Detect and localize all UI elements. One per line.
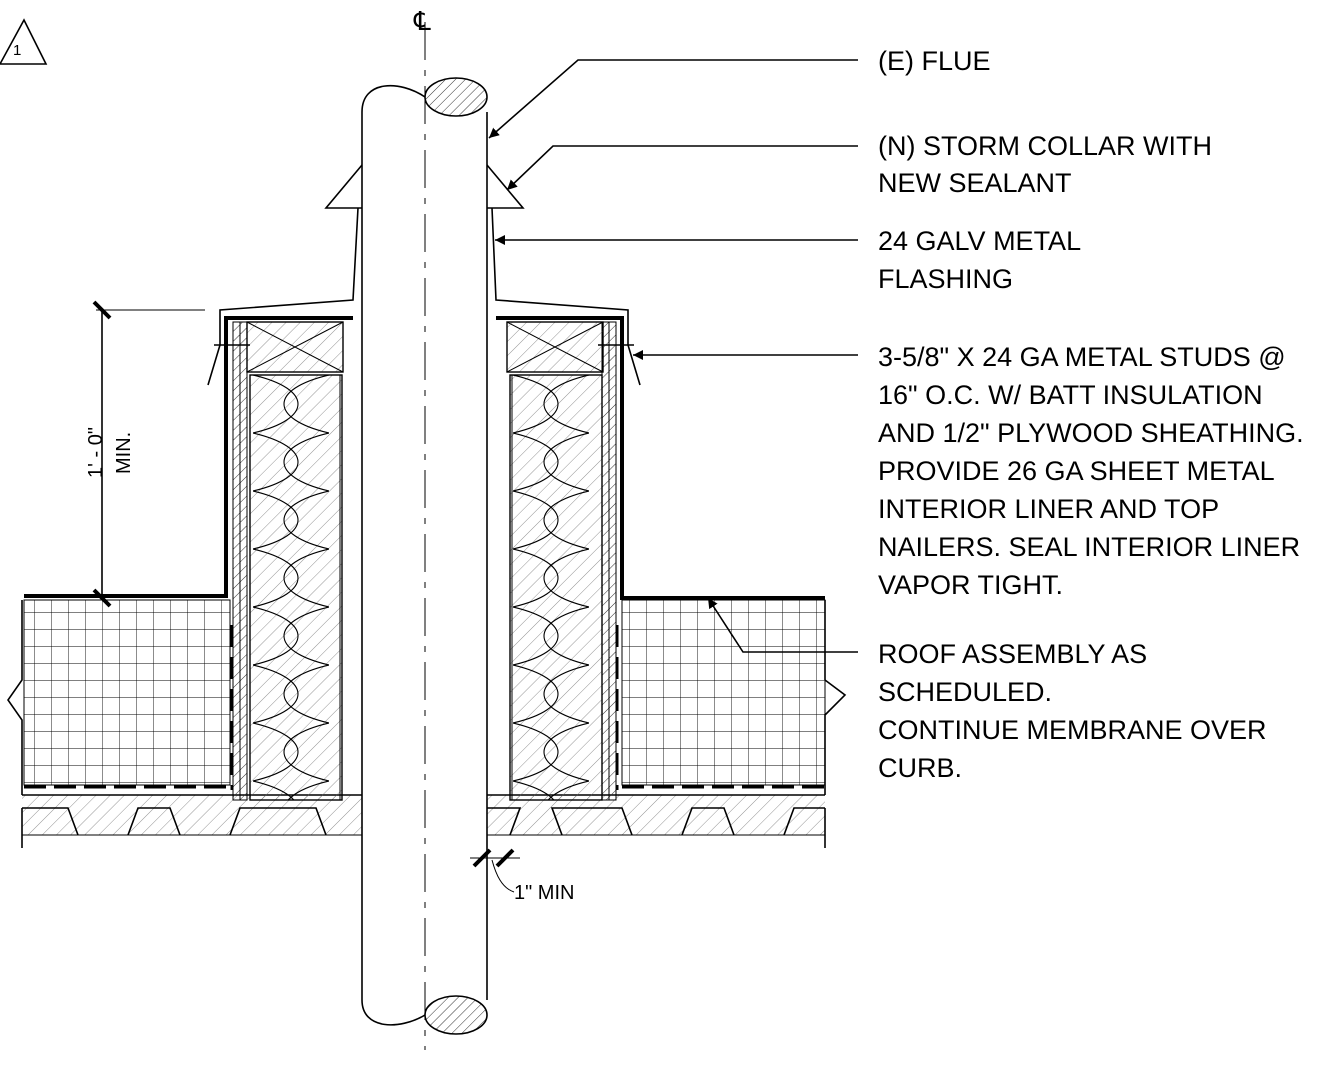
roof-membrane [24,316,825,600]
note-flue: (E) FLUE [878,46,991,76]
curb-right [506,318,641,801]
note-studs-line-7: VAPOR TIGHT. [878,570,1063,600]
note-storm-collar-line-1: (N) STORM COLLAR WITH [878,131,1212,161]
roof-deck [21,794,826,848]
note-flashing-line-2: FLASHING [878,264,1013,294]
revision-triangle: 1 [0,18,48,65]
note-flashing-line-1: 24 GALV METAL [878,226,1081,256]
note-roof: ROOF ASSEMBLY AS SCHEDULED. CONTINUE MEM… [878,639,1267,783]
note-flashing: 24 GALV METAL FLASHING [878,226,1081,294]
note-roof-line-3: CONTINUE MEMBRANE OVER [878,715,1267,745]
roof-insulation [7,599,847,795]
note-storm-collar-line-2: NEW SEALANT [878,168,1072,198]
flue-pipe [361,22,488,1050]
clearance-value: 1" MIN [514,882,574,904]
clearance-dimension: 1" MIN [470,848,574,904]
note-flue-line: (E) FLUE [878,46,991,76]
note-roof-line-4: CURB. [878,753,962,783]
curb-height-value: 1' - 0" [85,427,107,478]
metal-flashing [219,207,629,318]
curb-height-qualifier: MIN. [113,432,135,474]
curb-height-dimension: 1' - 0" MIN. [85,300,205,608]
note-roof-line-1: ROOF ASSEMBLY AS [878,639,1147,669]
note-studs: 3-5/8" X 24 GA METAL STUDS @ 16" O.C. W/… [878,342,1304,600]
note-studs-line-1: 3-5/8" X 24 GA METAL STUDS @ [878,342,1286,372]
revision-number: 1 [13,42,21,59]
storm-collar [324,164,525,209]
note-storm-collar: (N) STORM COLLAR WITH NEW SEALANT [878,131,1212,198]
curb-left [207,318,344,801]
leaders [488,59,858,653]
note-studs-line-5: INTERIOR LINER AND TOP [878,494,1219,524]
note-studs-line-2: 16" O.C. W/ BATT INSULATION [878,380,1263,410]
note-studs-line-6: NAILERS. SEAL INTERIOR LINER [878,532,1300,562]
centerline-symbol: ℄ [413,6,431,36]
note-studs-line-4: PROVIDE 26 GA SHEET METAL [878,456,1275,486]
note-studs-line-3: AND 1/2" PLYWOOD SHEATHING. [878,418,1304,448]
note-roof-line-2: SCHEDULED. [878,677,1052,707]
